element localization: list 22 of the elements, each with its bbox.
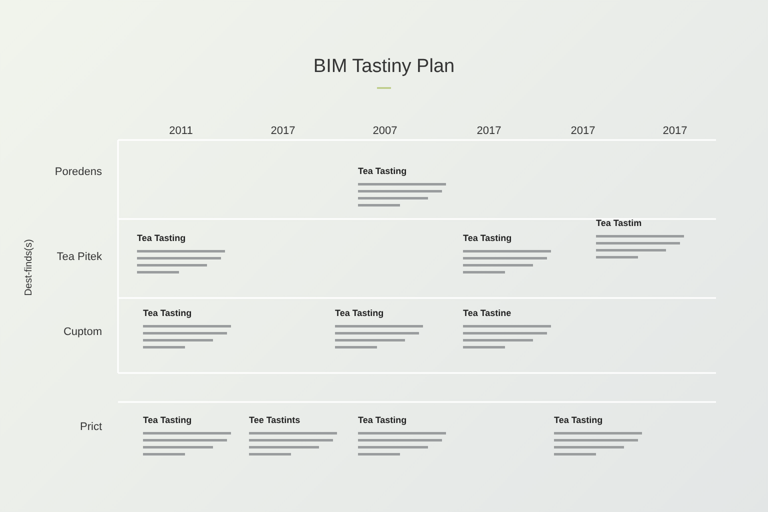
axis-title: Dest-finds(s) xyxy=(24,238,34,298)
card-heading: Tea Tasting xyxy=(143,308,192,318)
year-label: 2017 xyxy=(476,125,502,137)
row-label: Cuptom xyxy=(62,326,102,338)
card-heading: Tea Tastim xyxy=(596,218,642,228)
year-label: 2007 xyxy=(372,125,398,137)
year-label: 2017 xyxy=(570,125,596,137)
card-heading: Tea Tasting xyxy=(358,166,407,176)
row-label: Prict xyxy=(79,421,102,433)
card-heading: Tea Tasting xyxy=(335,308,384,318)
card-heading: Tea Tasting xyxy=(137,233,186,243)
year-label: 2017 xyxy=(662,125,688,137)
card-heading: Tee Tastints xyxy=(249,415,300,425)
card-heading: Tea Tasting xyxy=(554,415,603,425)
card-heading: Tea Tasting xyxy=(358,415,407,425)
year-label: 2011 xyxy=(168,125,194,137)
year-label: 2017 xyxy=(270,125,296,137)
card-heading: Tea Tastine xyxy=(463,308,512,318)
card-heading: Tea Tasting xyxy=(463,233,512,243)
diagram-title: BIM Tastiny Plan xyxy=(312,56,456,78)
row-label: Poredens xyxy=(54,166,102,178)
card-heading: Tea Tasting xyxy=(143,415,192,425)
